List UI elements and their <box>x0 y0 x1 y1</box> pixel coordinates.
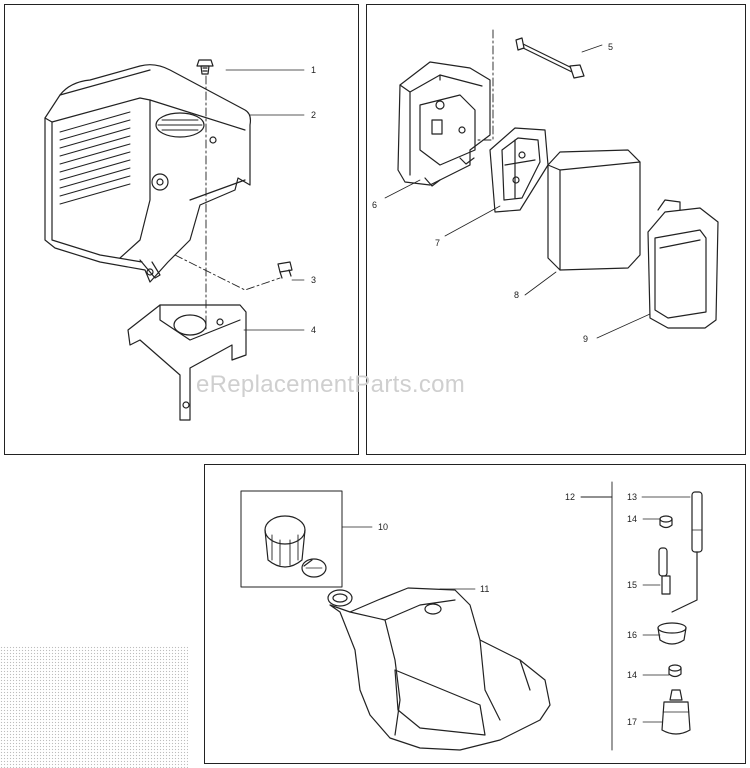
callout-11: 11 <box>480 584 490 594</box>
part-10-cap <box>264 515 327 578</box>
stipple-pattern <box>0 646 188 768</box>
callout-10: 10 <box>378 522 389 532</box>
callout-15: 15 <box>627 580 638 590</box>
part-11-fuel-tank <box>327 587 551 751</box>
watermark: eReplacementParts.com <box>196 371 466 398</box>
callout-1: 1 <box>311 65 317 75</box>
part-17-fuel-filter <box>661 689 691 735</box>
part-4-bracket <box>127 304 247 421</box>
part-6-housing <box>397 61 491 187</box>
callout-9: 9 <box>583 334 589 344</box>
callout-3: 3 <box>311 275 317 285</box>
callout-7: 7 <box>435 238 441 248</box>
part-14-grommet-bottom <box>668 664 682 678</box>
callout-12: 12 <box>565 492 576 502</box>
callout-2: 2 <box>311 110 317 120</box>
part-5-long-bolt <box>515 37 585 79</box>
part-2-engine-cover <box>44 64 252 283</box>
callout-13: 13 <box>627 492 638 502</box>
part-13-tube <box>691 491 703 553</box>
part-8-filter <box>547 149 641 271</box>
part-16-grommet <box>657 622 687 645</box>
callout-16: 16 <box>627 630 638 640</box>
part-3-screw <box>277 261 293 279</box>
part-14-grommet-top <box>659 515 673 529</box>
part-15-hose <box>658 547 698 613</box>
callout-17: 17 <box>627 717 638 727</box>
callout-8: 8 <box>514 290 520 300</box>
callout-5: 5 <box>608 42 614 52</box>
part-12-kit-bracket <box>580 481 613 751</box>
part-9-filter-cover <box>647 199 719 329</box>
callout-4: 4 <box>311 325 317 335</box>
callout-14-bottom: 14 <box>627 670 638 680</box>
part-1-bolt <box>196 59 214 75</box>
callout-6: 6 <box>372 200 378 210</box>
callout-14-top: 14 <box>627 514 638 524</box>
part-7-gasket-plate <box>489 127 549 213</box>
